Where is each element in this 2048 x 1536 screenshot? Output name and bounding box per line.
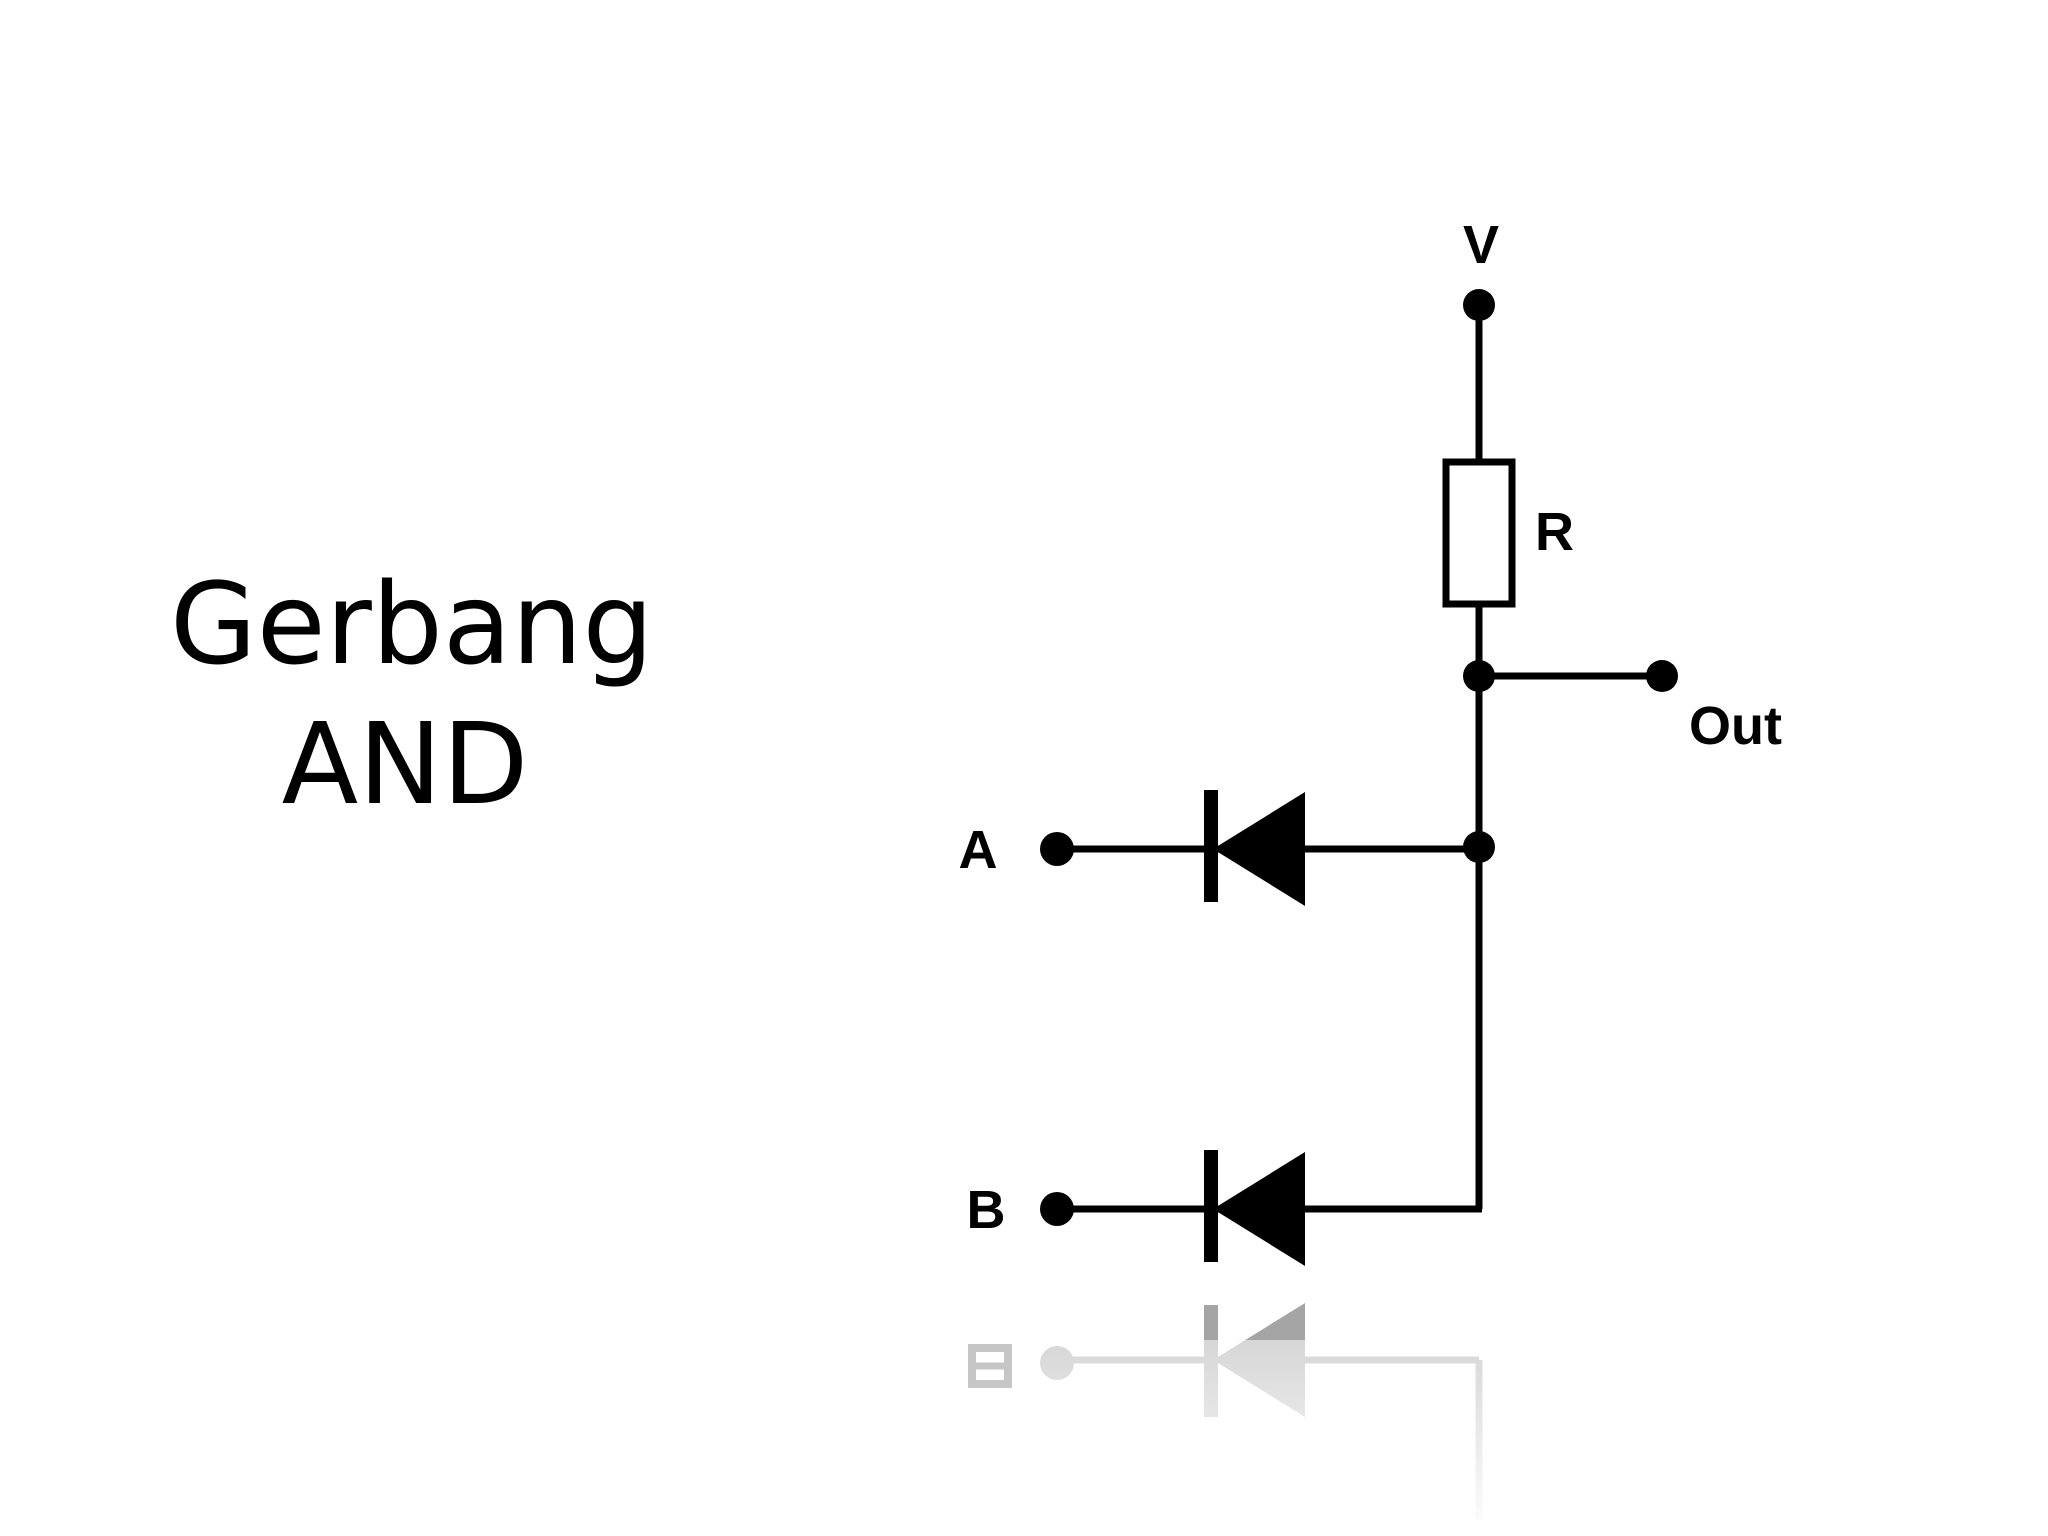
input-b-terminal	[1040, 1192, 1074, 1226]
diode-a	[1204, 790, 1305, 906]
input-a-terminal	[1040, 832, 1074, 866]
supply-label: V	[1463, 215, 1499, 275]
reflection-fade	[940, 1340, 1540, 1536]
reflection-b-glyph	[968, 1344, 1012, 1388]
output-terminal	[1646, 660, 1678, 692]
input-b-label: B	[967, 1180, 1006, 1240]
resistor-label: R	[1535, 502, 1574, 562]
slide-title: Gerbang AND	[170, 555, 654, 835]
title-line-2: AND	[281, 700, 529, 830]
title-line-1: Gerbang	[170, 560, 654, 690]
resistor	[1442, 458, 1516, 608]
input-a-label: A	[959, 820, 998, 880]
diode-b	[1204, 1150, 1305, 1266]
output-label: Out	[1689, 696, 1782, 756]
